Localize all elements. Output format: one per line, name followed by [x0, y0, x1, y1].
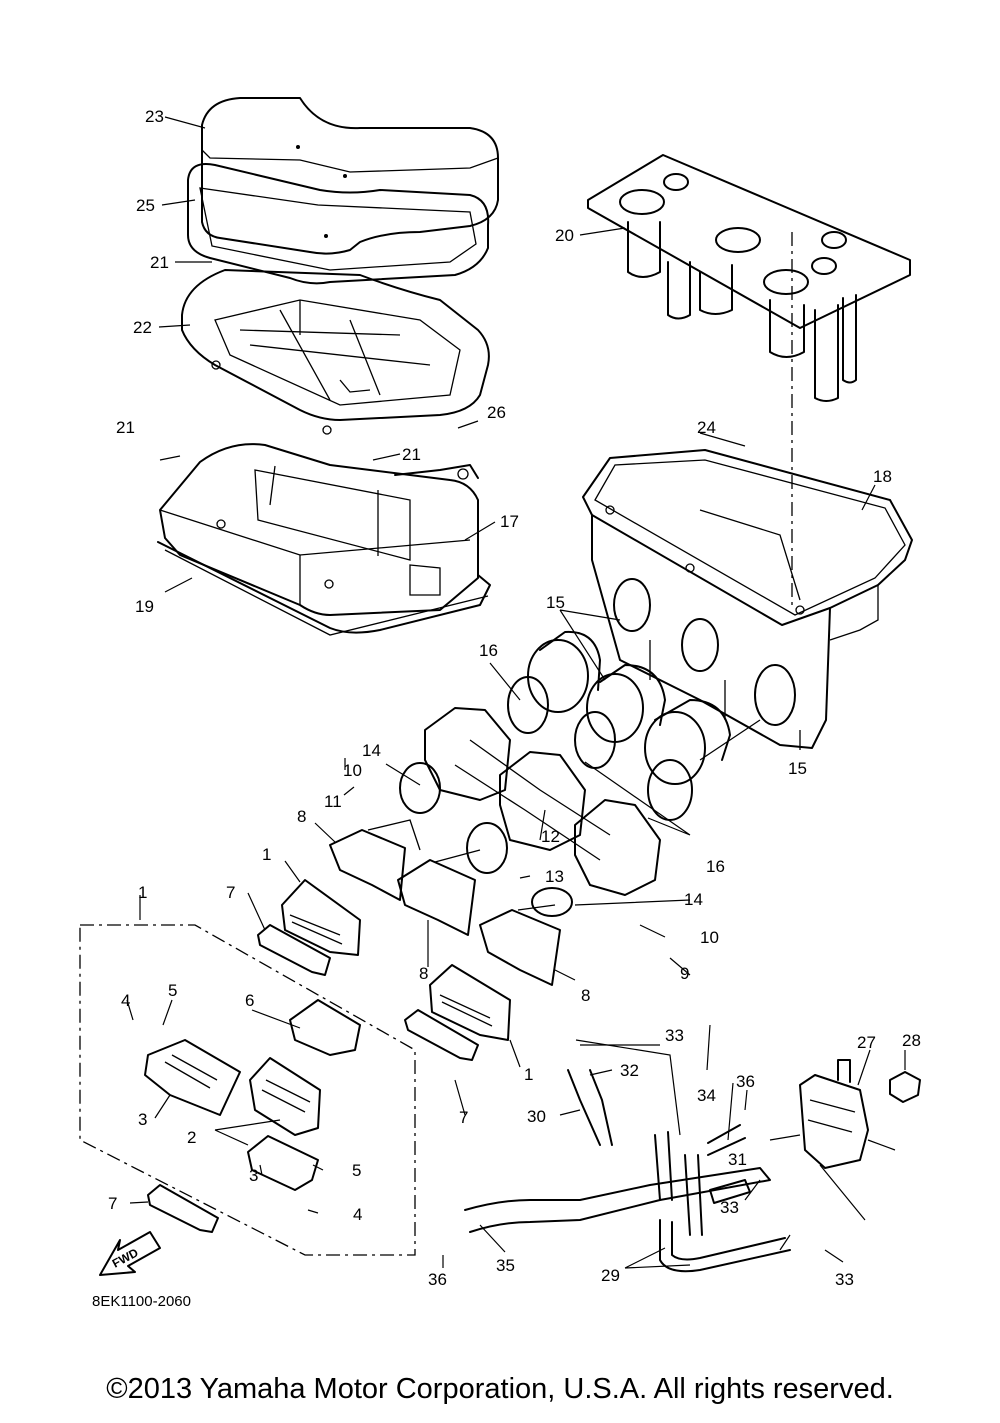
callout-16: 16 — [706, 857, 725, 876]
callout-25: 25 — [136, 196, 155, 215]
callout-1: 1 — [138, 883, 147, 902]
callout-15: 15 — [788, 759, 807, 778]
callout-23: 23 — [145, 107, 164, 126]
fwd-arrow-icon — [99, 1231, 161, 1276]
reed-kit-outline — [79, 924, 416, 1256]
callout-8: 8 — [297, 807, 306, 826]
callout-33: 33 — [835, 1270, 854, 1289]
airbox-lid-part — [201, 97, 499, 255]
callout-14: 14 — [684, 890, 703, 909]
callout-36: 36 — [428, 1270, 447, 1289]
callout-17: 17 — [500, 512, 519, 531]
callout-13: 13 — [545, 867, 564, 886]
base-gasket-part — [157, 541, 491, 636]
callout-4: 4 — [121, 991, 130, 1010]
nut-part — [889, 1071, 921, 1103]
callout-32: 32 — [620, 1061, 639, 1080]
callout-6: 6 — [245, 991, 254, 1010]
callout-7: 7 — [108, 1194, 117, 1213]
callout-35: 35 — [496, 1256, 515, 1275]
callout-27: 27 — [857, 1033, 876, 1052]
callout-20: 20 — [555, 226, 574, 245]
callout-10: 10 — [343, 761, 362, 780]
callout-5: 5 — [352, 1161, 361, 1180]
callout-1: 1 — [524, 1065, 533, 1084]
callout-10: 10 — [700, 928, 719, 947]
top-plate-part — [587, 154, 911, 610]
hose-clamp-part — [507, 676, 693, 836]
reed-detail-part — [144, 1039, 321, 1191]
fuel-pump-part — [799, 1059, 896, 1169]
callout-36: 36 — [736, 1072, 755, 1091]
reed-stopper-part — [289, 999, 361, 1056]
callout-22: 22 — [133, 318, 152, 337]
callout-3: 3 — [138, 1110, 147, 1129]
callout-16: 16 — [479, 641, 498, 660]
lower-airbox-case-part — [582, 449, 913, 750]
reed-frame-part — [181, 269, 490, 435]
copyright-notice: ©2013 Yamaha Motor Corporation, U.S.A. A… — [106, 1373, 894, 1405]
fuel-hose-part — [464, 1069, 791, 1273]
callout-24: 24 — [697, 418, 716, 437]
callout-7: 7 — [226, 883, 235, 902]
callout-8: 8 — [419, 964, 428, 983]
callout-33: 33 — [720, 1198, 739, 1217]
clamp-part — [399, 762, 573, 917]
callout-labels: 23 25 21 22 20 26 21 21 24 17 18 19 15 1… — [108, 107, 921, 1289]
callout-26: 26 — [487, 403, 506, 422]
reed-gasket-part — [147, 924, 479, 1233]
callout-31: 31 — [728, 1150, 747, 1169]
callout-21: 21 — [402, 445, 421, 464]
callout-9: 9 — [680, 964, 689, 983]
callout-21: 21 — [150, 253, 169, 272]
callout-8: 8 — [581, 986, 590, 1005]
lid-gasket-part — [187, 163, 490, 285]
callout-29: 29 — [601, 1266, 620, 1285]
callout-18: 18 — [873, 467, 892, 486]
reed-valve-part — [281, 879, 511, 1041]
callout-19: 19 — [135, 597, 154, 616]
callout-11: 11 — [324, 792, 342, 811]
callout-33: 33 — [665, 1026, 684, 1045]
drawing-code: 8EK1100-2060 — [92, 1293, 191, 1310]
callout-2: 2 — [187, 1128, 196, 1147]
airbox-base-part — [159, 443, 479, 616]
callout-4: 4 — [353, 1205, 362, 1224]
carburetor-part — [424, 707, 661, 896]
callout-15: 15 — [546, 593, 565, 612]
callout-5: 5 — [168, 981, 177, 1000]
callout-21: 21 — [116, 418, 135, 437]
callout-7: 7 — [459, 1108, 468, 1127]
callout-14: 14 — [362, 741, 381, 760]
leader-lines — [126, 116, 906, 1269]
callout-1: 1 — [262, 845, 271, 864]
callout-28: 28 — [902, 1031, 921, 1050]
callout-3: 3 — [249, 1166, 258, 1185]
callout-30: 30 — [527, 1107, 546, 1126]
intake-boot-part — [527, 609, 761, 785]
callout-34: 34 — [697, 1086, 716, 1105]
callout-12: 12 — [541, 827, 560, 846]
intake-manifold-part — [329, 819, 561, 986]
